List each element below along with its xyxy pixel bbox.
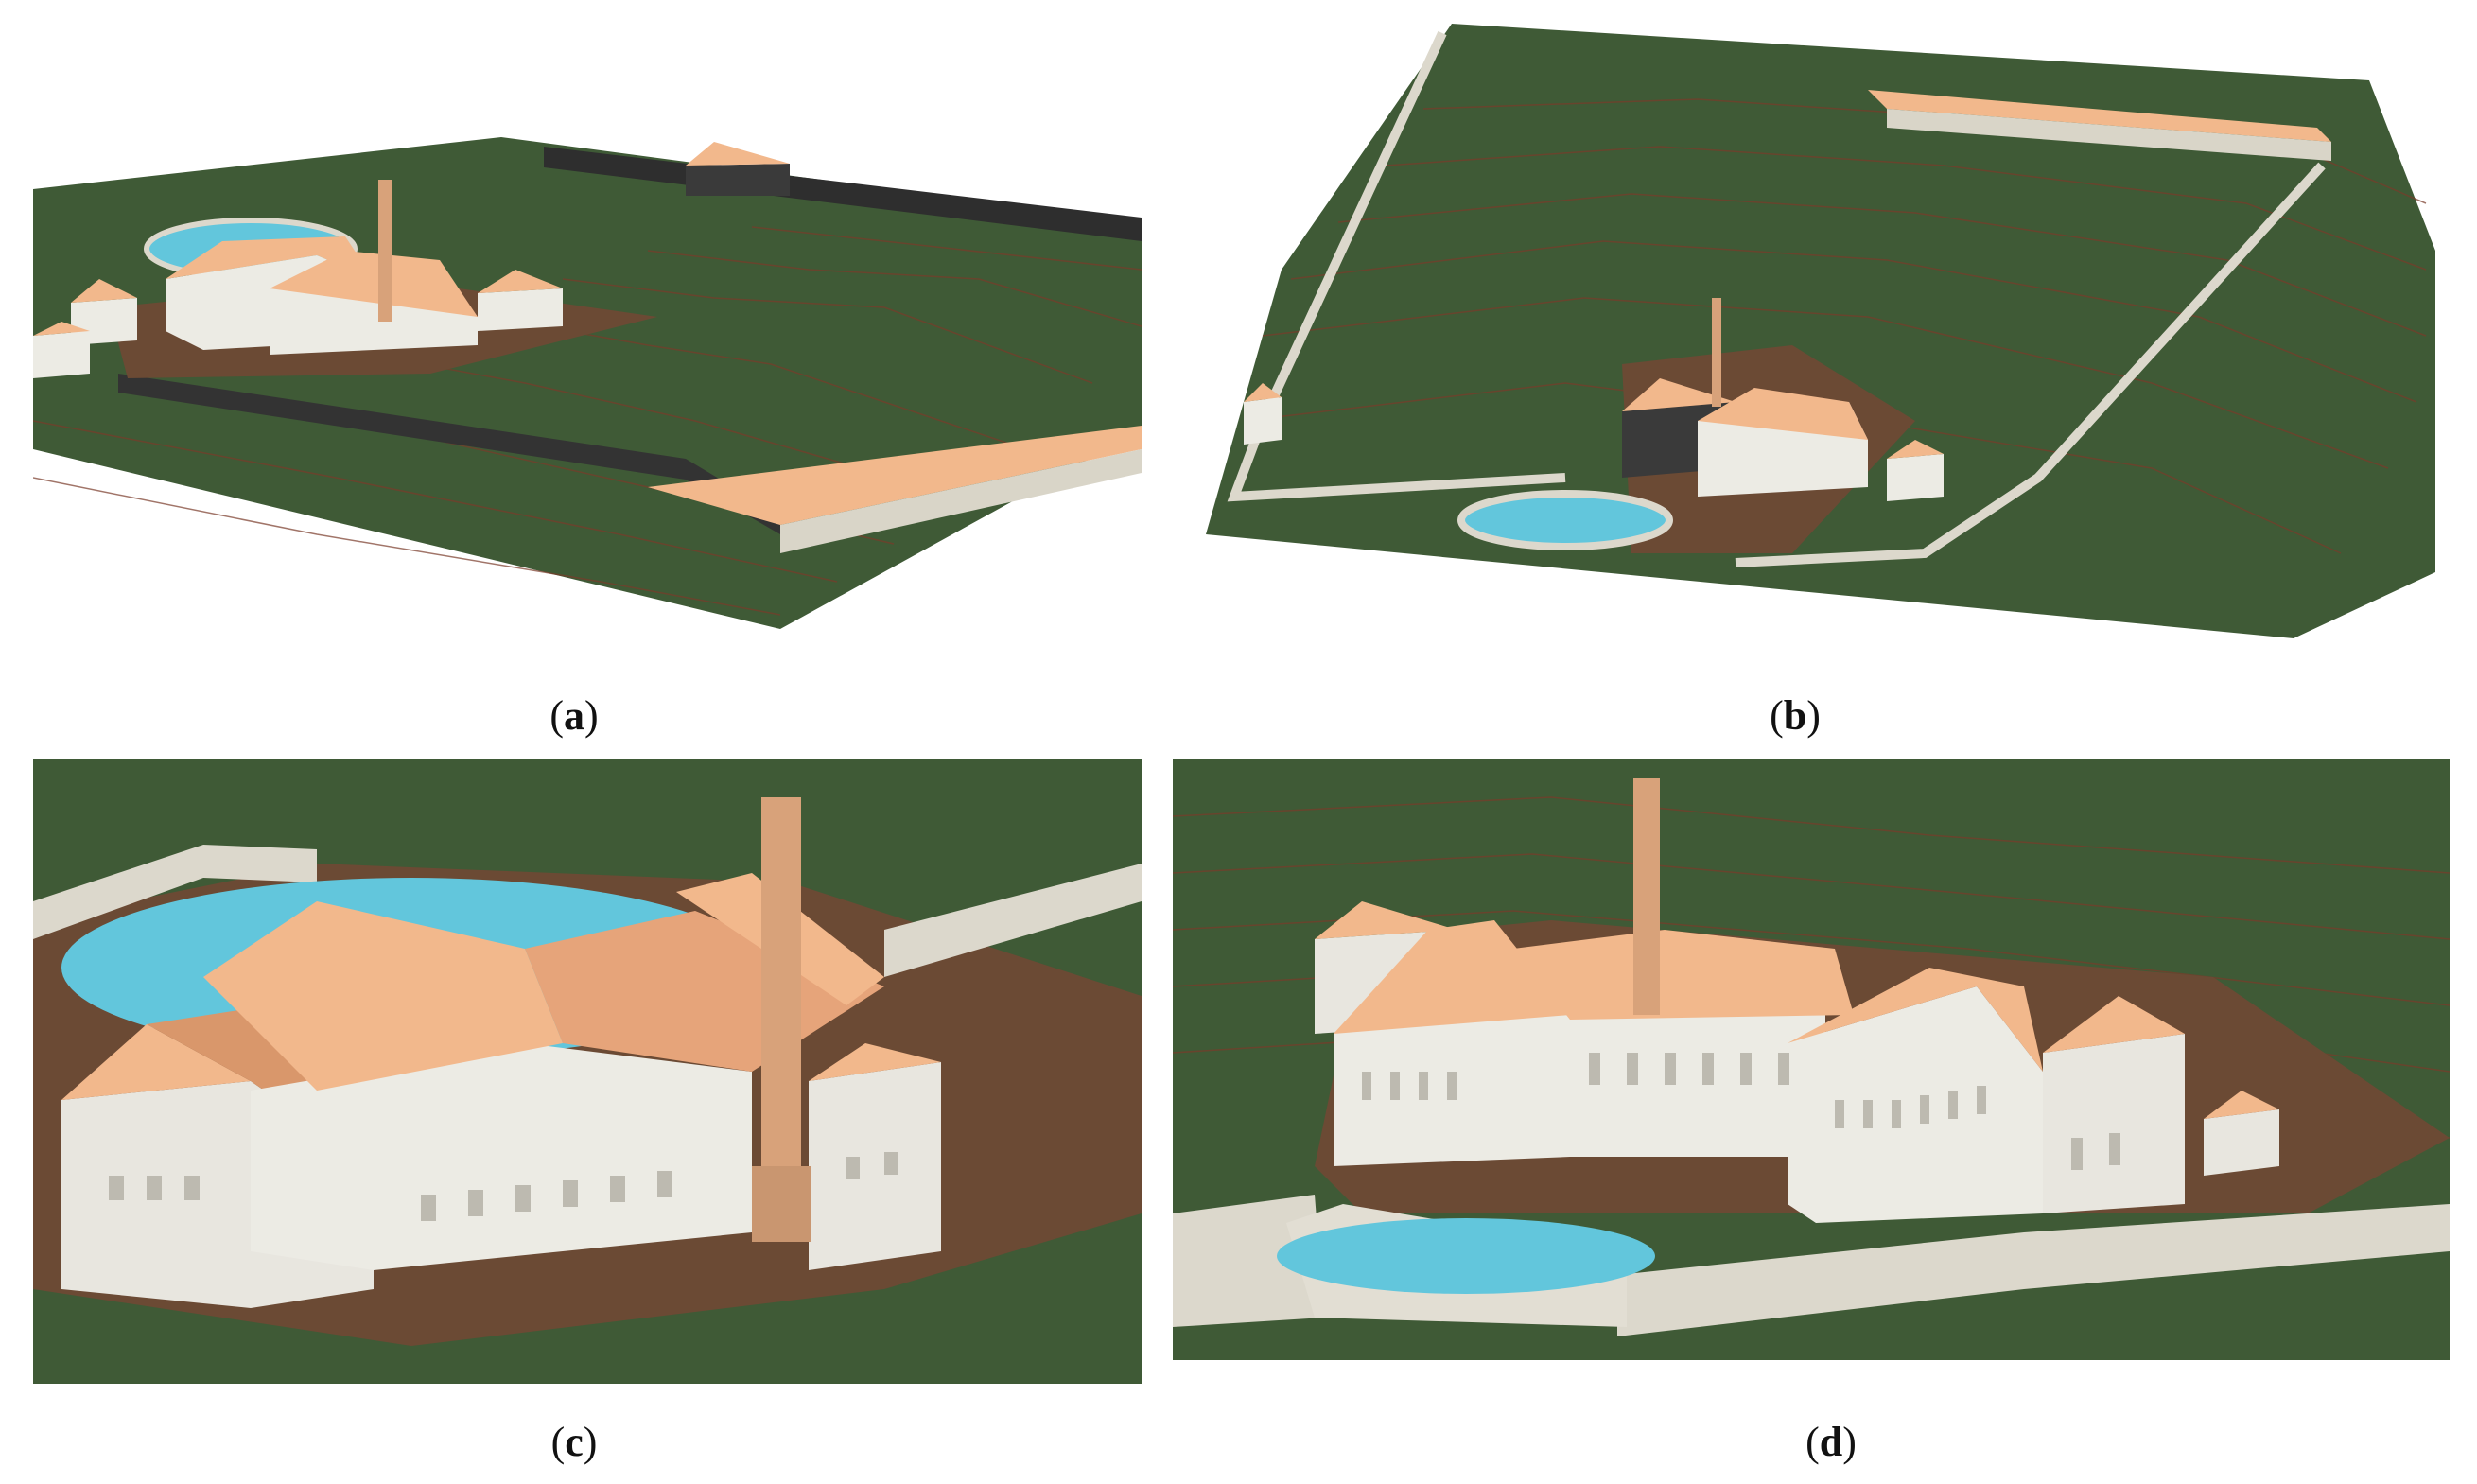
- panel-c-render: [33, 759, 1142, 1384]
- reservoir: [1457, 490, 1673, 550]
- terrain: [1206, 24, 2435, 638]
- panel-d-front-view: [1173, 759, 2450, 1360]
- caption-a: (a): [549, 692, 599, 739]
- boundary-wall: [1227, 30, 1566, 502]
- reservoir: [1277, 1218, 1655, 1294]
- factory-buildings: [33, 142, 790, 378]
- boundary-wall-front: [118, 374, 780, 534]
- window-openings: [109, 1152, 898, 1221]
- long-building-wall: [1887, 109, 2331, 161]
- boundary-wall-right: [884, 864, 1142, 977]
- panel-b-render: [1206, 24, 2435, 638]
- panel-b-aerial-view: [1206, 24, 2435, 648]
- factory-buildings: [61, 797, 941, 1308]
- contour-lines: [1243, 98, 2427, 554]
- boundary-wall: [33, 845, 317, 939]
- panel-c-closeup-view: [33, 759, 1142, 1384]
- long-building-wall: [780, 449, 1142, 553]
- caption-c: (c): [550, 1419, 598, 1465]
- boundary-wall-east: [1735, 162, 2326, 567]
- caption-b: (b): [1770, 692, 1821, 739]
- factory-buildings: [1244, 298, 1944, 501]
- panel-a-render: [33, 137, 1142, 629]
- long-building-roof: [648, 426, 1142, 525]
- boundary-wall-right: [1617, 1204, 2450, 1336]
- caption-d: (d): [1805, 1419, 1857, 1465]
- panel-d-render: [1173, 759, 2450, 1360]
- window-openings: [1362, 1053, 2120, 1170]
- long-building-roof: [1868, 90, 2331, 142]
- boundary-wall: [1173, 1195, 1324, 1327]
- panel-a-aerial-view: [33, 137, 1142, 634]
